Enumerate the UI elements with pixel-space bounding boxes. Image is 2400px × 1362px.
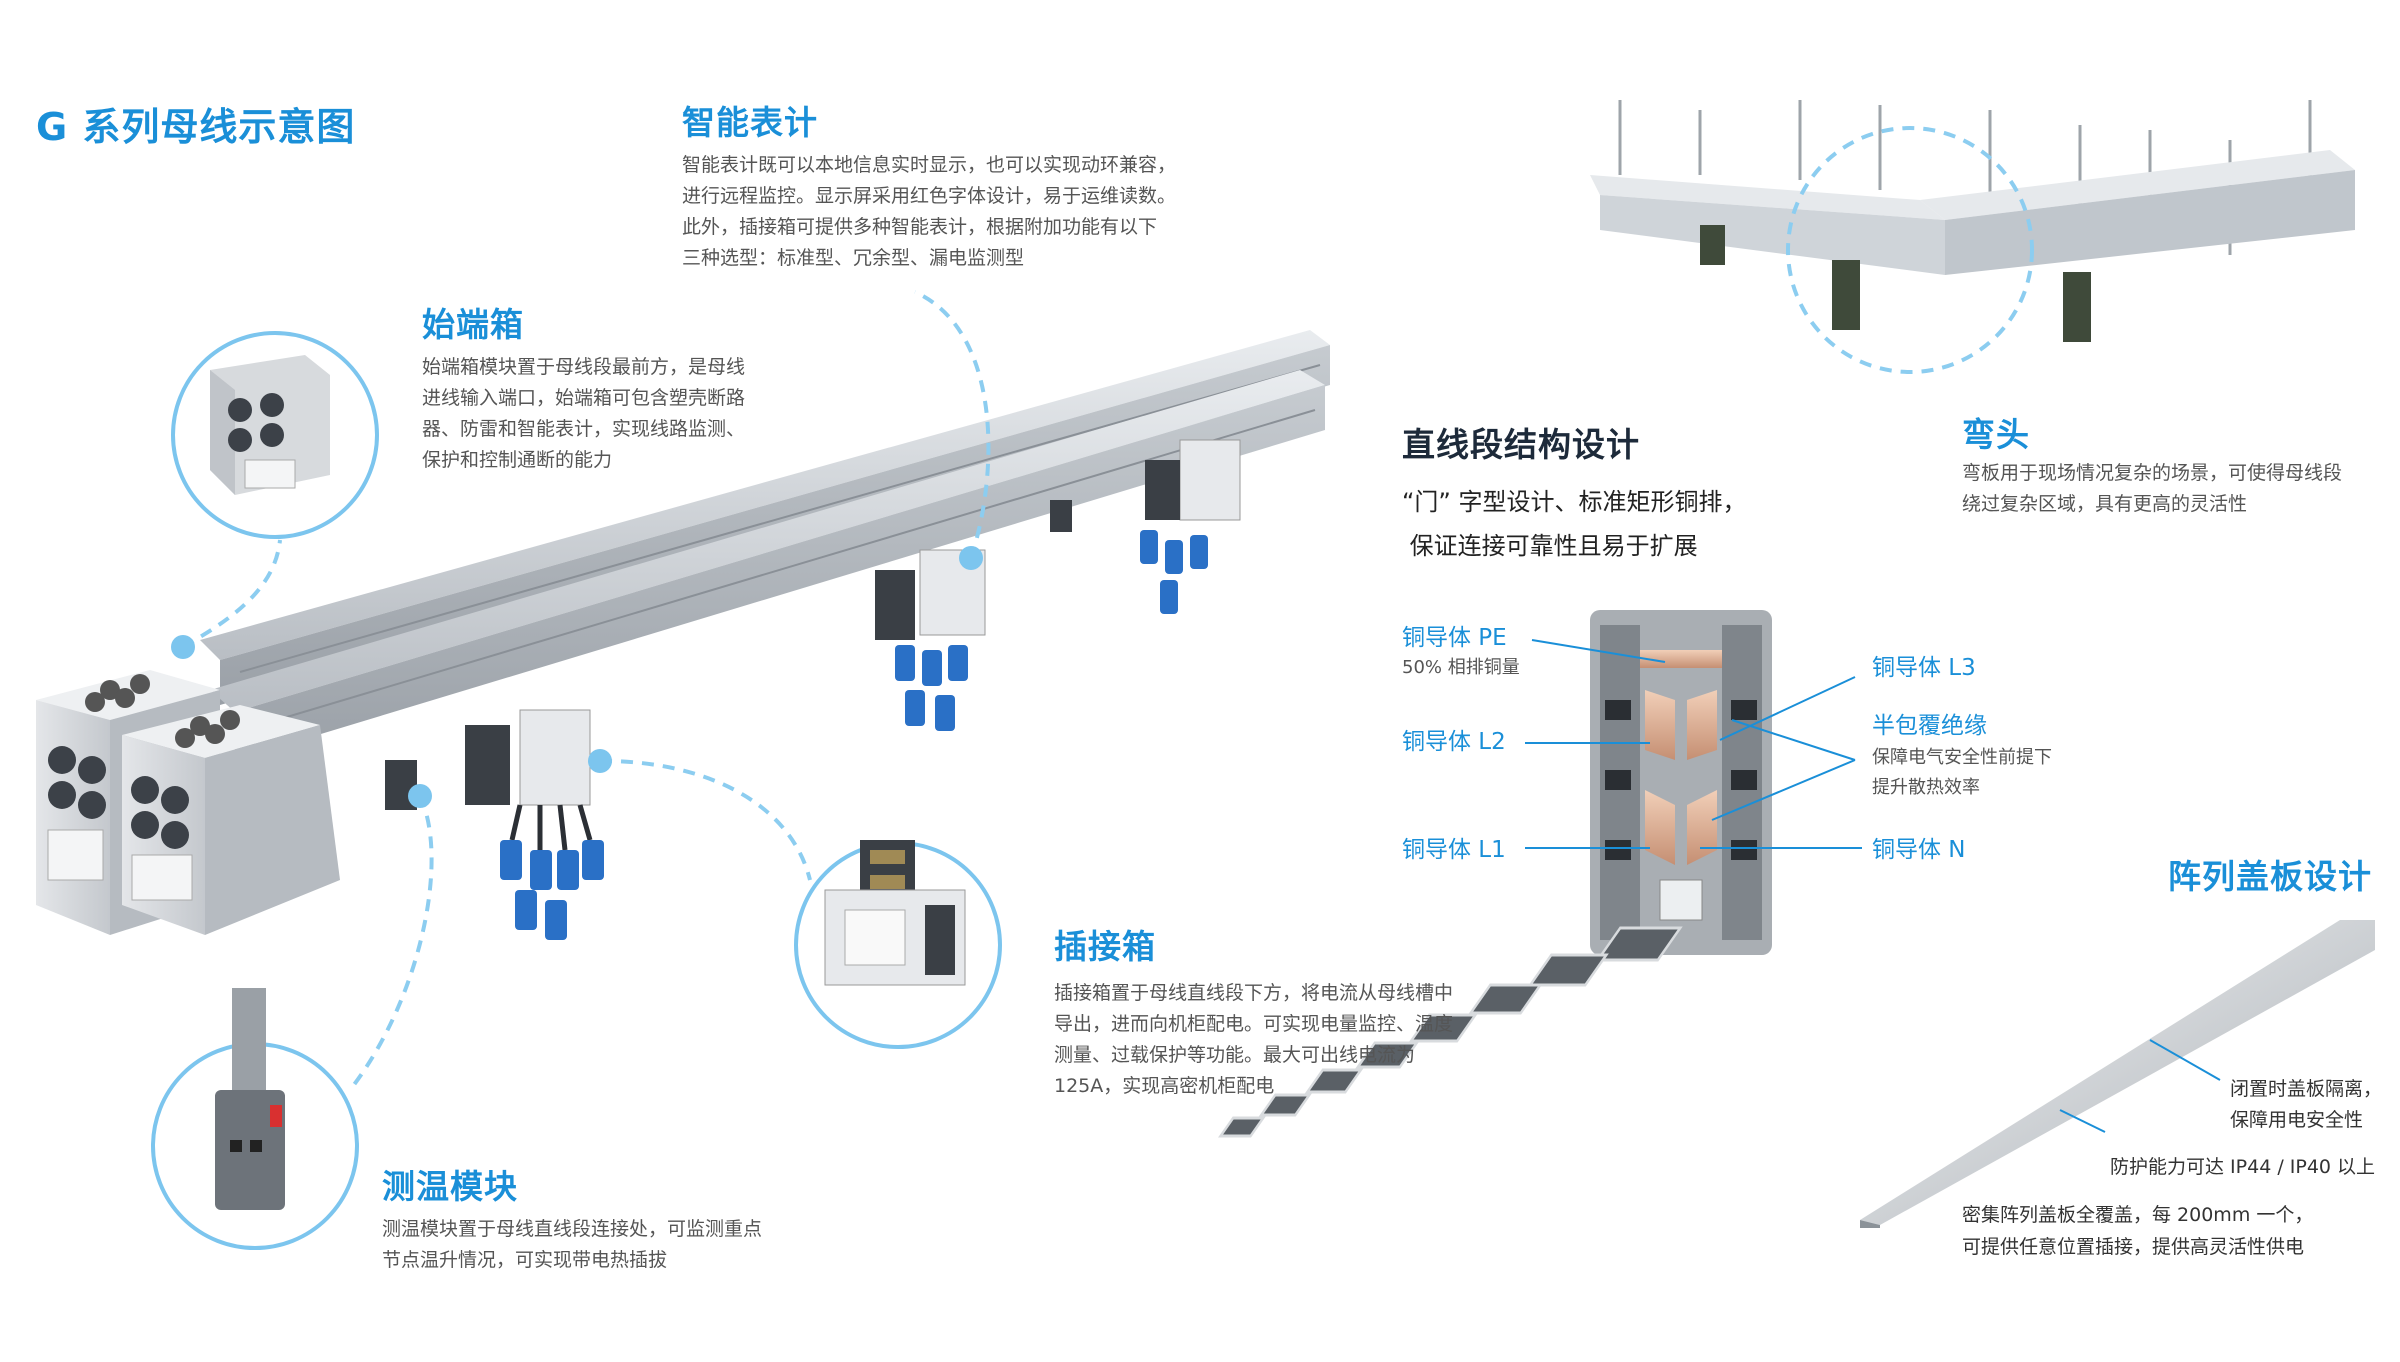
straight-line: 保证连接可靠性且易于扩展: [1402, 532, 1698, 560]
elbow-illustration: [1590, 100, 2355, 374]
meter-description: 智能表计既可以本地信息实时显示，也可以实现动环兼容， 进行远程监控。显示屏采用红…: [682, 150, 1176, 274]
page-title: G 系列母线示意图: [36, 105, 356, 149]
plug-box-line: 导出，进而向机柜配电。可实现电量监控、温度: [1054, 1013, 1454, 1035]
rail-connector: [1050, 500, 1072, 532]
cover-plate-title: 阵列盖板设计: [2168, 857, 2372, 896]
start-box-line: 保护和控制通断的能力: [422, 449, 613, 471]
label-half-insulation-sub2: 提升散热效率: [1872, 777, 1980, 798]
cross-section-illustration: [1590, 610, 1772, 955]
elbow-description: 弯板用于现场情况复杂的场景，可使得母线段 绕过复杂区域，具有更高的灵活性: [1962, 458, 2342, 520]
plug-box-title: 插接箱: [1054, 927, 1156, 966]
cover-plate-illustration: [1218, 920, 2375, 1228]
plug-box-line: 125A，实现高密机柜配电: [1054, 1075, 1275, 1097]
zoom-circle-temp-module: [151, 988, 359, 1250]
cover-note-1b: 保障用电安全性: [2230, 1109, 2364, 1131]
elbow-line: 绕过复杂区域，具有更高的灵活性: [1962, 493, 2248, 515]
start-box-line: 进线输入端口，始端箱可包含塑壳断路: [422, 387, 746, 409]
meter-line: 三种选型：标准型、冗余型、漏电监测型: [682, 247, 1025, 269]
label-copper-l1: 铜导体 L1: [1402, 837, 1506, 863]
plug-box-front: [465, 709, 604, 940]
cover-note-2: 防护能力可达 IP44 / IP40 以上: [2110, 1156, 2376, 1178]
temp-line: 节点温升情况，可实现带电热插拔: [382, 1249, 668, 1271]
label-copper-pe-sub: 50% 相排铜量: [1402, 657, 1520, 678]
plug-box-line: 测量、过载保护等功能。最大可出线电流为: [1054, 1044, 1416, 1066]
elbow-line: 弯板用于现场情况复杂的场景，可使得母线段: [1962, 462, 2343, 484]
temp-module-title: 测温模块: [382, 1167, 518, 1206]
label-copper-l3: 铜导体 L3: [1872, 655, 1976, 681]
cover-note-3b: 可提供任意位置插接，提供高灵活性供电: [1962, 1236, 2305, 1258]
label-copper-l2: 铜导体 L2: [1402, 729, 1506, 755]
cross-section-leaders: [1525, 639, 1862, 849]
label-half-insulation: 半包覆绝缘: [1872, 713, 1987, 739]
leader-lines: [182, 290, 991, 1092]
straight-segment-description: “门” 字型设计、标准矩形铜排， 保证连接可靠性且易于扩展: [1402, 480, 1747, 568]
start-box-line: 器、防雷和智能表计，实现线路监测、: [422, 418, 746, 440]
zoom-circle-plug-box: [794, 840, 1002, 1049]
start-box-description: 始端箱模块置于母线段最前方，是母线 进线输入端口，始端箱可包含塑壳断路 器、防雷…: [422, 352, 745, 476]
label-copper-n: 铜导体 N: [1872, 837, 1966, 863]
meter-line: 进行远程监控。显示屏采用红色字体设计，易于运维读数。: [682, 185, 1177, 207]
temp-module-description: 测温模块置于母线直线段连接处，可监测重点 节点温升情况，可实现带电热插拔: [382, 1214, 762, 1276]
straight-segment-title: 直线段结构设计: [1402, 425, 1640, 464]
plug-box-description: 插接箱置于母线直线段下方，将电流从母线槽中 导出，进而向机柜配电。可实现电量监控…: [1054, 978, 1453, 1102]
plug-box-line: 插接箱置于母线直线段下方，将电流从母线槽中: [1054, 982, 1454, 1004]
plug-box-far: [1140, 439, 1241, 614]
cover-note-1a: 闭置时盖板隔离，: [2230, 1078, 2383, 1100]
label-copper-pe: 铜导体 PE: [1402, 625, 1507, 651]
start-box-unit-2: [122, 705, 340, 935]
plug-box-middle: [875, 549, 986, 731]
cover-note-3a: 密集阵列盖板全覆盖，每 200mm 一个，: [1962, 1204, 2314, 1226]
zoom-circle-start-box: [171, 331, 379, 539]
start-box-title: 始端箱: [422, 305, 524, 344]
leader-dots: [171, 546, 983, 808]
elbow-title: 弯头: [1962, 415, 2030, 454]
cover-leaders: [2059, 1039, 2221, 1133]
straight-line: “门” 字型设计、标准矩形铜排，: [1402, 488, 1747, 516]
start-box-line: 始端箱模块置于母线段最前方，是母线: [422, 356, 746, 378]
busway-rail-front: [210, 370, 1325, 760]
meter-line: 此外，插接箱可提供多种智能表计，根据附加功能有以下: [682, 216, 1158, 238]
label-half-insulation-sub1: 保障电气安全性前提下: [1872, 747, 2052, 768]
temp-line: 测温模块置于母线直线段连接处，可监测重点: [382, 1218, 763, 1240]
meter-line: 智能表计既可以本地信息实时显示，也可以实现动环兼容，: [682, 154, 1177, 176]
meter-title: 智能表计: [682, 103, 818, 142]
